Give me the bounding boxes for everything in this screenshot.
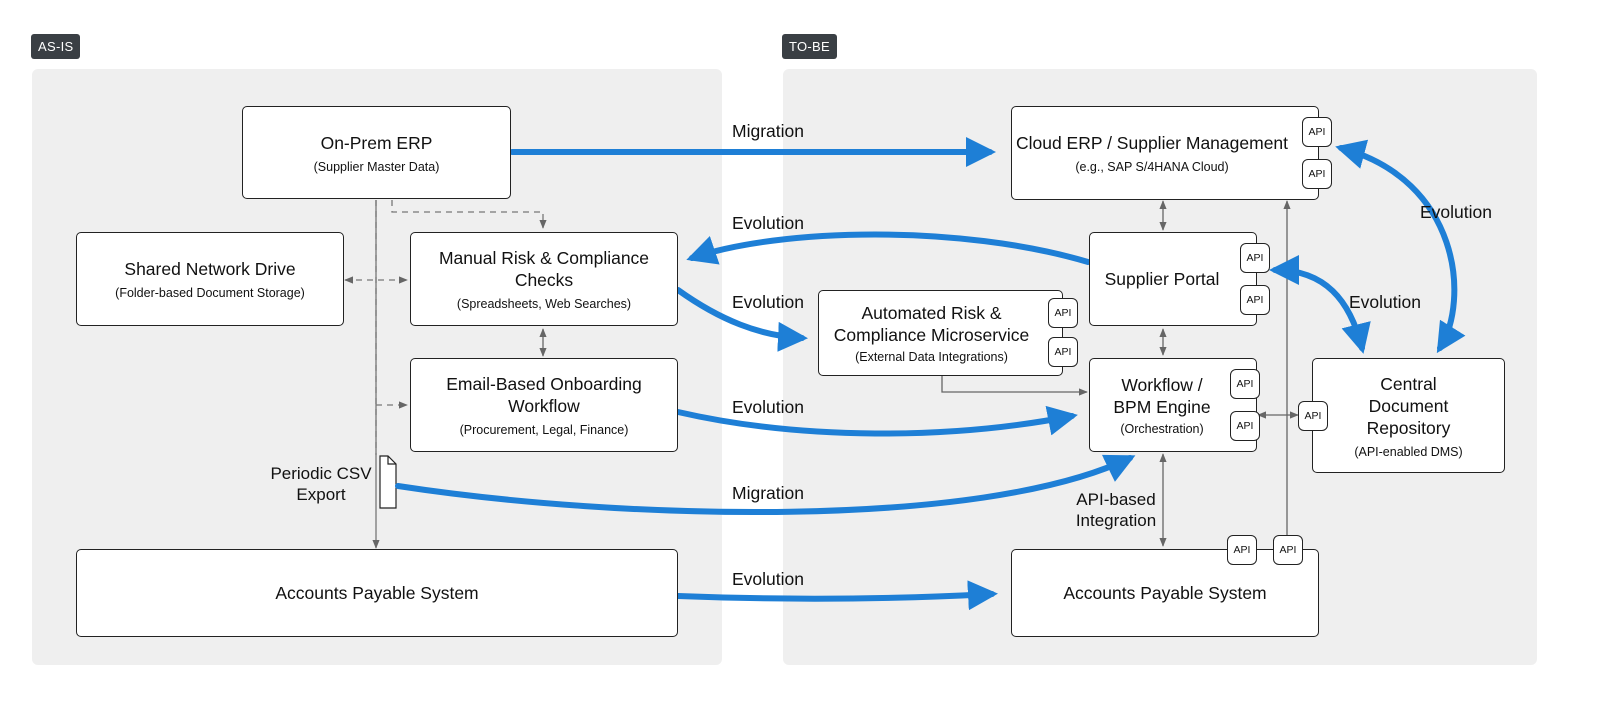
evolution-checks-fwd-label: Evolution xyxy=(732,292,804,312)
cloud-erp-title: Cloud ERP / Supplier Management xyxy=(1015,133,1289,153)
periodic-csv-export-label: Periodic CSV Export xyxy=(270,464,372,504)
central-repo-title: Central Document Repository xyxy=(1366,373,1451,438)
workflow-bpm-engine-box[interactable]: Workflow / BPM Engine (Orchestration) xyxy=(1089,358,1257,452)
shared-drive-title: Shared Network Drive xyxy=(124,259,296,279)
evolution-repo-portal-label: Evolution xyxy=(1349,292,1421,312)
ap-tobe-api-badge-2: API xyxy=(1273,535,1303,565)
automated-risk-api-badge-2: API xyxy=(1048,337,1078,367)
email-workflow-title: Email-Based Onboarding Workflow xyxy=(446,374,642,416)
email-onboarding-workflow-box[interactable]: Email-Based Onboarding Workflow (Procure… xyxy=(410,358,678,452)
workflow-engine-api-badge-1: API xyxy=(1230,369,1260,399)
supplier-portal-title: Supplier Portal xyxy=(1104,269,1220,289)
to-be-tag: TO-BE xyxy=(782,34,837,59)
automated-risk-subtitle: (External Data Integrations) xyxy=(855,350,1008,364)
automated-risk-api-badge-1: API xyxy=(1048,298,1078,328)
on-prem-erp-box[interactable]: On-Prem ERP (Supplier Master Data) xyxy=(242,106,511,199)
evolution-repo-erp-label: Evolution xyxy=(1420,202,1492,222)
accounts-payable-tobe-box[interactable]: Accounts Payable System xyxy=(1011,549,1319,637)
manual-checks-title: Manual Risk & Compliance Checks xyxy=(438,248,650,290)
evolution-workflow-label: Evolution xyxy=(732,397,804,417)
central-repo-api-badge: API xyxy=(1298,401,1328,431)
supplier-portal-api-badge-1: API xyxy=(1240,243,1270,273)
evolution-checks-back-label: Evolution xyxy=(732,213,804,233)
automated-risk-title: Automated Risk & Compliance Microservice xyxy=(833,303,1030,345)
workflow-engine-title: Workflow / BPM Engine xyxy=(1113,375,1211,417)
evolution-ap-label: Evolution xyxy=(732,569,804,589)
central-document-repository-box[interactable]: Central Document Repository (API-enabled… xyxy=(1312,358,1505,473)
on-prem-erp-title: On-Prem ERP xyxy=(320,132,433,153)
cloud-erp-api-badge-2: API xyxy=(1302,159,1332,189)
accounts-payable-asis-box[interactable]: Accounts Payable System xyxy=(76,549,678,637)
central-repo-subtitle: (API-enabled DMS) xyxy=(1354,444,1463,459)
ap-asis-title: Accounts Payable System xyxy=(275,583,479,603)
migration-csv-label: Migration xyxy=(732,483,804,503)
ap-tobe-api-badge-1: API xyxy=(1227,535,1257,565)
manual-checks-subtitle: (Spreadsheets, Web Searches) xyxy=(456,297,632,311)
api-based-integration-label: API-based Integration xyxy=(1075,490,1157,530)
supplier-portal-api-badge-2: API xyxy=(1240,285,1270,315)
email-workflow-subtitle: (Procurement, Legal, Finance) xyxy=(459,423,629,437)
cloud-erp-box[interactable]: Cloud ERP / Supplier Management (e.g., S… xyxy=(1011,106,1319,200)
shared-drive-subtitle: (Folder-based Document Storage) xyxy=(115,286,305,300)
workflow-engine-subtitle: (Orchestration) xyxy=(1120,422,1204,436)
workflow-engine-api-badge-2: API xyxy=(1230,411,1260,441)
cloud-erp-subtitle: (e.g., SAP S/4HANA Cloud) xyxy=(1075,160,1229,174)
as-is-tag: AS-IS xyxy=(31,34,81,59)
cloud-erp-api-badge-1: API xyxy=(1302,117,1332,147)
manual-risk-checks-box[interactable]: Manual Risk & Compliance Checks (Spreads… xyxy=(410,232,678,326)
shared-network-drive-box[interactable]: Shared Network Drive (Folder-based Docum… xyxy=(76,232,344,326)
ap-tobe-title: Accounts Payable System xyxy=(1063,583,1267,603)
migration-erp-label: Migration xyxy=(732,121,804,141)
automated-risk-microservice-box[interactable]: Automated Risk & Compliance Microservice… xyxy=(818,290,1063,376)
on-prem-erp-subtitle: (Supplier Master Data) xyxy=(313,159,440,174)
supplier-portal-box[interactable]: Supplier Portal xyxy=(1089,232,1257,326)
